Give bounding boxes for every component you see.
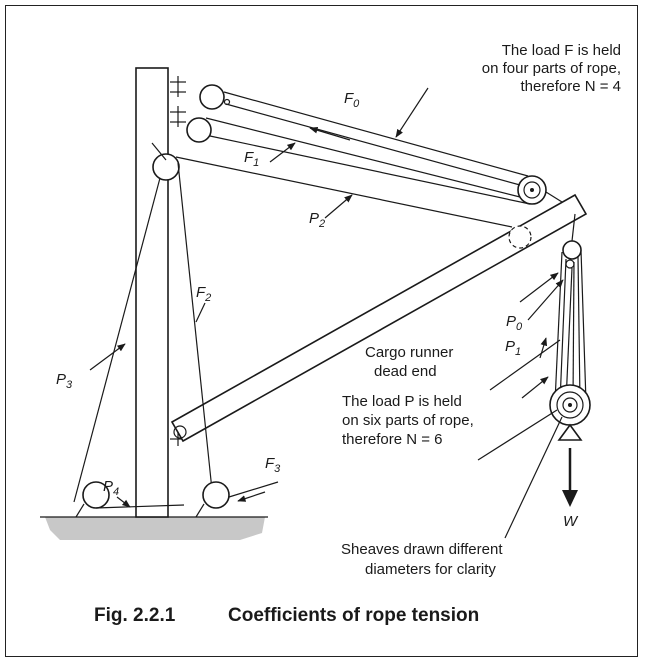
rope-p4 [95, 504, 185, 509]
mast-arm [151, 142, 167, 161]
note-load-p-2: on six parts of rope, [342, 412, 474, 429]
label-f2: F2 [196, 284, 211, 304]
label-f3: F3 [265, 455, 281, 475]
rope-f3 [228, 481, 279, 498]
sheave-upper [199, 84, 225, 110]
sheave-lower [186, 117, 212, 143]
runner-p3 [73, 177, 161, 503]
mast [135, 67, 185, 518]
rope-f2 [177, 162, 213, 491]
note-load-f-1: The load F is held [502, 42, 621, 59]
label-p2: P2 [309, 210, 325, 230]
runner-p2 [175, 156, 513, 228]
ground-sheave-right [195, 481, 230, 518]
note-sheaves-2: diameters for clarity [365, 561, 496, 578]
boom-head-block [517, 175, 547, 205]
label-p0: P0 [506, 313, 523, 333]
boom [170, 193, 588, 443]
ground [40, 516, 268, 540]
note-sheaves-1: Sheaves drawn different [341, 541, 503, 558]
caption-title: Coefficients of rope tension [228, 605, 479, 626]
sheave-mast [152, 153, 180, 181]
label-p4: P4 [103, 478, 119, 498]
figure-frame [5, 5, 638, 657]
note-load-p-1: The load P is held [342, 393, 462, 410]
note-cargo-1: Cargo runner [365, 344, 453, 361]
masthead-fittings [170, 76, 186, 127]
cargo-falls [554, 249, 587, 403]
label-p1: P1 [505, 338, 521, 358]
note-cargo-2: dead end [374, 363, 437, 380]
label-f0: F0 [344, 90, 360, 110]
weight-arrowhead [562, 490, 578, 507]
note-load-f-3: therefore N = 4 [521, 78, 621, 95]
label-p3: P3 [56, 371, 73, 391]
leader-arrows [89, 87, 564, 539]
label-w: W [563, 513, 579, 530]
label-f1: F1 [244, 149, 259, 169]
note-load-p-3: therefore N = 6 [342, 431, 442, 448]
topping-lift-ropes [205, 91, 563, 205]
caption-number: Fig. 2.2.1 [94, 605, 176, 626]
note-load-f-2: on four parts of rope, [482, 60, 621, 77]
cargo-block-lower [549, 384, 591, 441]
